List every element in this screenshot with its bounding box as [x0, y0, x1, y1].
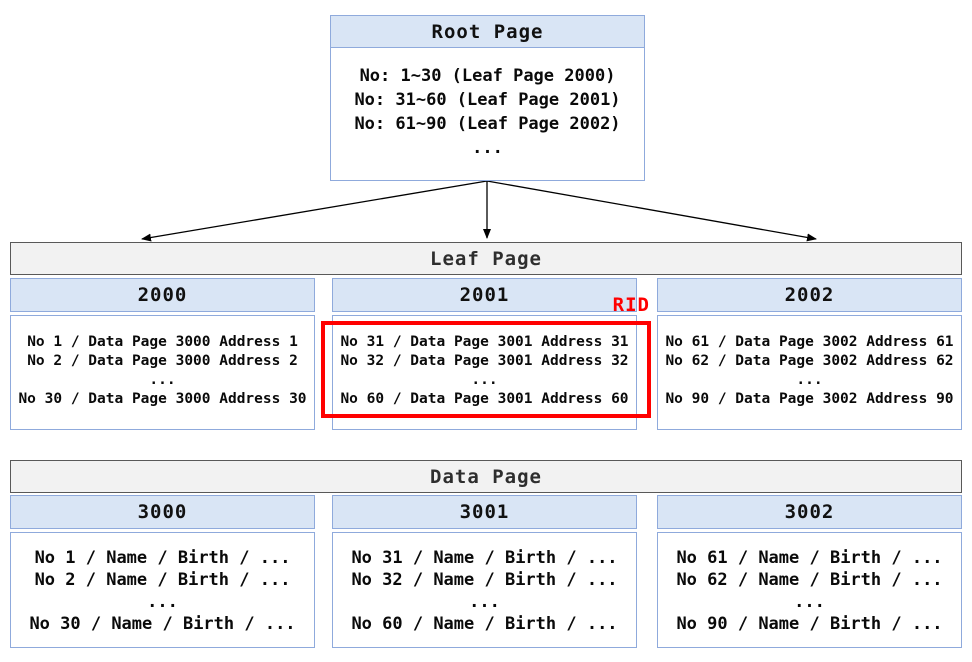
leaf-row: No 31 / Data Page 3001 Address 31 [340, 334, 629, 350]
data-row: No 2 / Name / Birth / ... [34, 570, 291, 590]
leaf-page-2002-header: 2002 [657, 278, 962, 312]
data-row: No 61 / Name / Birth / ... [676, 548, 943, 568]
rid-label: RID [612, 294, 650, 316]
data-page-3001-header: 3001 [332, 495, 637, 529]
data-row: No 32 / Name / Birth / ... [351, 570, 618, 590]
leaf-row: No 30 / Data Page 3000 Address 30 [18, 391, 307, 407]
data-row: ... [469, 592, 500, 612]
data-page-3002-header: 3002 [657, 495, 962, 529]
data-row: No 60 / Name / Birth / ... [351, 614, 618, 634]
leaf-row: No 2 / Data Page 3000 Address 2 [27, 353, 298, 369]
arrow-root-to-leaf-2000 [141, 180, 488, 242]
root-page-title: Root Page [330, 15, 645, 48]
leaf-row: No 32 / Data Page 3001 Address 32 [340, 353, 629, 369]
leaf-page-section-title: Leaf Page [10, 242, 962, 275]
leaf-page-2000-header: 2000 [10, 278, 315, 312]
leaf-row: ... [149, 372, 176, 388]
leaf-page-2002-body: No 61 / Data Page 3002 Address 61 No 62 … [657, 315, 962, 430]
leaf-page-2000-body: No 1 / Data Page 3000 Address 1 No 2 / D… [10, 315, 315, 430]
data-row: No 90 / Name / Birth / ... [676, 614, 943, 634]
arrow-root-to-leaf-2002 [486, 180, 817, 242]
data-page-3000-header: 3000 [10, 495, 315, 529]
root-page-row: No: 61~90 (Leaf Page 2002) [354, 113, 621, 134]
data-row: ... [147, 592, 178, 612]
leaf-row: No 62 / Data Page 3002 Address 62 [665, 353, 954, 369]
data-page-3000-body: No 1 / Name / Birth / ... No 2 / Name / … [10, 532, 315, 648]
data-page-3001-body: No 31 / Name / Birth / ... No 32 / Name … [332, 532, 637, 648]
leaf-row: No 60 / Data Page 3001 Address 60 [340, 391, 629, 407]
root-page-row: ... [472, 137, 503, 158]
root-page-body: No: 1~30 (Leaf Page 2000) No: 31~60 (Lea… [330, 46, 645, 181]
data-page-3002-body: No 61 / Name / Birth / ... No 62 / Name … [657, 532, 962, 648]
rid-highlight-rect [321, 321, 651, 418]
data-row: No 31 / Name / Birth / ... [351, 548, 618, 568]
leaf-row: ... [796, 372, 823, 388]
data-row: No 30 / Name / Birth / ... [29, 614, 296, 634]
data-row: No 62 / Name / Birth / ... [676, 570, 943, 590]
data-row: ... [794, 592, 825, 612]
leaf-row: No 90 / Data Page 3002 Address 90 [665, 391, 954, 407]
data-page-section-title: Data Page [10, 460, 962, 493]
leaf-page-2001-body: No 31 / Data Page 3001 Address 31 No 32 … [332, 315, 637, 430]
leaf-row: No 1 / Data Page 3000 Address 1 [27, 334, 298, 350]
root-page-row: No: 1~30 (Leaf Page 2000) [359, 65, 616, 86]
leaf-row: ... [471, 372, 498, 388]
root-page-row: No: 31~60 (Leaf Page 2001) [354, 89, 621, 110]
leaf-row: No 61 / Data Page 3002 Address 61 [665, 334, 954, 350]
data-row: No 1 / Name / Birth / ... [34, 548, 291, 568]
leaf-page-2001-header: 2001 [332, 278, 637, 312]
